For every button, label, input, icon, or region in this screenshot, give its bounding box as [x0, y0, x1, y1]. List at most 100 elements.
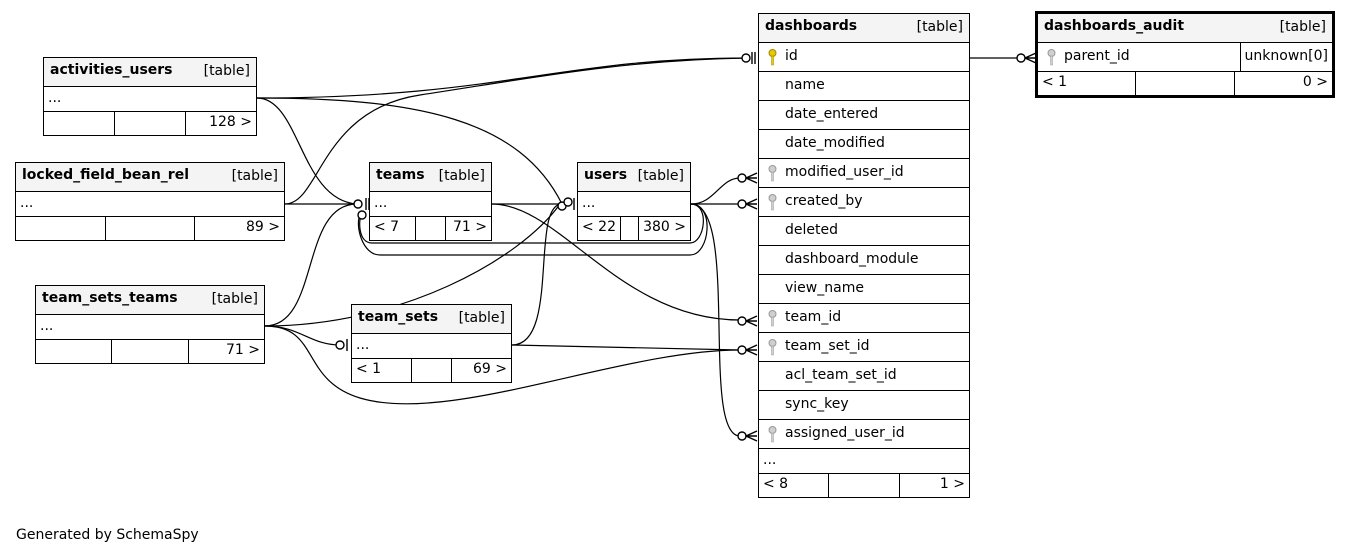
table-type: [table] [916, 19, 963, 35]
ellipsis: ... [40, 318, 54, 334]
table-type: [table] [211, 291, 258, 307]
column-name: team_id [785, 309, 842, 325]
column-row-deleted[interactable]: deleted [759, 217, 969, 246]
generator-credit: Generated by SchemaSpy [16, 527, 199, 543]
column-name: assigned_user_id [785, 425, 905, 441]
column-count [115, 112, 186, 135]
edge-tst-dashboards [264, 325, 741, 405]
more-columns-row[interactable]: ... [759, 449, 969, 474]
table-teams[interactable]: teams [table] ... < 7 71 > [369, 162, 492, 241]
more-columns-row[interactable]: ... [370, 192, 491, 217]
more-columns-row[interactable]: ... [578, 192, 690, 217]
column-row-date-modified[interactable]: date_modified [759, 130, 969, 159]
ellipsis: ... [48, 90, 62, 106]
child-count[interactable]: 71 > [225, 342, 260, 358]
column-row-dashboard-module[interactable]: dashboard_module [759, 246, 969, 275]
edge-users-assigned-user-id [690, 203, 741, 437]
ellipsis: ... [763, 452, 777, 468]
column-row-view-name[interactable]: view_name [759, 275, 969, 304]
foreign-key-icon [768, 426, 777, 443]
table-header: teams [table] [370, 163, 491, 192]
parent-count[interactable]: < 1 [352, 359, 413, 382]
column-row-name[interactable]: name [759, 72, 969, 101]
parent-count [36, 340, 113, 363]
parent-count[interactable]: < 8 [759, 474, 830, 497]
column-name: deleted [785, 222, 838, 238]
ellipsis: ... [374, 195, 388, 211]
table-name[interactable]: dashboards_audit [1044, 18, 1185, 34]
column-count [621, 217, 640, 240]
table-type: [table] [637, 168, 684, 184]
edge-users-teams-loop-2 [357, 203, 708, 256]
parent-count[interactable]: < 1 [1038, 72, 1137, 95]
edge-markers [335, 52, 1037, 442]
child-count[interactable]: 0 > [1302, 74, 1328, 90]
column-name: id [785, 48, 798, 64]
parent-count[interactable]: < 22 [578, 217, 621, 240]
table-footer: < 8 1 > [759, 474, 969, 497]
table-footer: < 22 380 > [578, 217, 690, 240]
child-count[interactable]: 1 > [939, 476, 965, 492]
child-count[interactable]: 128 > [209, 114, 252, 130]
table-name[interactable]: dashboards [765, 18, 858, 34]
more-columns-row[interactable]: ... [352, 334, 511, 359]
column-name: team_set_id [785, 338, 870, 354]
table-dashboards[interactable]: dashboards [table] id name date_entered … [758, 13, 970, 498]
edge-locked-field-dashboards [284, 57, 747, 205]
column-row-parent-id[interactable]: parent_id unknown[0] [1038, 43, 1332, 72]
more-columns-row[interactable]: ... [44, 87, 256, 112]
more-columns-row[interactable]: ... [36, 315, 264, 340]
parent-count[interactable]: < 7 [370, 217, 416, 240]
child-count[interactable]: 89 > [246, 219, 281, 235]
column-name: dashboard_module [785, 251, 919, 267]
column-row-date-entered[interactable]: date_entered [759, 101, 969, 130]
column-row-team-set-id[interactable]: team_set_id [759, 333, 969, 362]
table-type: [table] [1279, 19, 1326, 35]
table-name[interactable]: team_sets_teams [42, 290, 178, 306]
more-columns-row[interactable]: ... [16, 192, 284, 217]
table-team-sets-teams[interactable]: team_sets_teams [table] ... 71 > [35, 285, 265, 364]
ellipsis: ... [356, 337, 370, 353]
table-name[interactable]: team_sets [358, 309, 439, 325]
table-name[interactable]: users [584, 167, 628, 183]
column-row-sync-key[interactable]: sync_key [759, 391, 969, 420]
primary-key-icon [768, 49, 777, 66]
table-locked-field-bean-rel[interactable]: locked_field_bean_rel [table] ... 89 > [15, 162, 285, 241]
column-row-created-by[interactable]: created_by [759, 188, 969, 217]
table-header: users [table] [578, 163, 690, 192]
edge-users-modified-user-id [690, 177, 741, 205]
column-row-team-id[interactable]: team_id [759, 304, 969, 333]
column-row-assigned-user-id[interactable]: assigned_user_id [759, 420, 969, 449]
table-footer: 71 > [36, 340, 264, 363]
edge-activities-users-teams [256, 97, 358, 205]
column-row-modified-user-id[interactable]: modified_user_id [759, 159, 969, 188]
edge-tst-users [264, 203, 561, 327]
table-header: dashboards_audit [table] [1038, 14, 1332, 43]
table-activities-users[interactable]: activities_users [table] ... 128 > [43, 57, 257, 136]
table-type: [table] [231, 168, 278, 184]
table-header: dashboards [table] [759, 14, 969, 43]
foreign-key-icon [768, 194, 777, 211]
table-name[interactable]: locked_field_bean_rel [22, 167, 189, 183]
child-count[interactable]: 380 > [643, 219, 686, 235]
table-name[interactable]: activities_users [50, 62, 173, 78]
parent-count [44, 112, 115, 135]
table-type: [table] [203, 63, 250, 79]
child-count[interactable]: 69 > [473, 361, 507, 377]
table-dashboards-audit[interactable]: dashboards_audit [table] parent_id unkno… [1035, 11, 1335, 98]
child-count[interactable]: 71 > [452, 219, 487, 235]
table-team-sets[interactable]: team_sets [table] ... < 1 69 > [351, 304, 512, 383]
column-name: created_by [785, 193, 863, 209]
table-footer: < 1 69 > [352, 359, 511, 382]
column-row-acl-team-set-id[interactable]: acl_team_set_id [759, 362, 969, 391]
column-name: sync_key [785, 396, 849, 412]
column-row-id[interactable]: id [759, 43, 969, 72]
table-name[interactable]: teams [376, 167, 425, 183]
column-name: modified_user_id [785, 164, 904, 180]
edge-group [256, 57, 1020, 437]
edge-activities-users-users [256, 97, 563, 205]
column-count [412, 359, 452, 382]
edge-activities-users-dashboards [256, 57, 747, 99]
table-users[interactable]: users [table] ... < 22 380 > [577, 162, 691, 241]
